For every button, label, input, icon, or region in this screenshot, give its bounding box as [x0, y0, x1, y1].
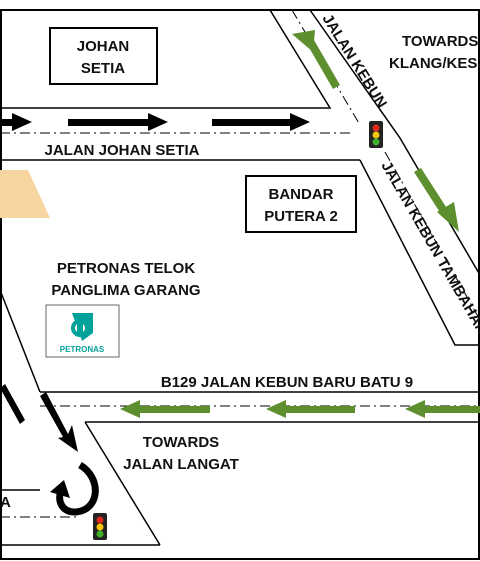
towards-langat-line1: TOWARDS	[143, 434, 219, 451]
road-outlines	[0, 9, 480, 546]
bandar-putera-line1: BANDAR	[269, 186, 334, 203]
traffic-light-icon	[369, 121, 383, 148]
bandar-putera-line2: PUTERA 2	[264, 208, 338, 225]
arrow-left-icon	[120, 400, 210, 418]
arrow-left-icon	[405, 400, 480, 418]
arrow-left-icon	[266, 400, 355, 418]
map-frame	[0, 9, 480, 560]
road-label-b129: B129 JALAN KEBUN BARU BATU 9	[161, 374, 413, 391]
arrow-right-icon	[0, 113, 32, 131]
johan-setia-arrows	[0, 113, 310, 131]
towards-klang-line2: KLANG/KESAS	[389, 55, 480, 72]
petronas-logo-text: PETRONAS	[60, 345, 105, 354]
towards-klang-line1: TOWARDS	[402, 33, 478, 50]
arrow-right-icon	[212, 113, 310, 131]
road-label-kebun: JALAN KEBUN	[319, 11, 390, 111]
arrow-down-right-icon	[414, 168, 459, 232]
road-label-johan-setia: JALAN JOHAN SETIA	[44, 142, 199, 159]
petronas-station-line2: PANGLIMA GARANG	[51, 282, 200, 299]
arrow-right-icon	[68, 113, 168, 131]
johan-setia-line2: SETIA	[81, 60, 125, 77]
u-turn-arrow-icon	[50, 461, 99, 516]
arrow-up-left-icon	[292, 30, 340, 89]
johan-setia-box: JOHAN SETIA	[49, 27, 158, 85]
tan-area	[0, 170, 50, 218]
green-arrows	[120, 30, 480, 418]
partial-road-label: A	[0, 494, 11, 511]
traffic-light-icon	[93, 513, 107, 540]
petronas-station-line1: PETRONAS TELOK	[57, 260, 196, 277]
bandar-putera-box: BANDAR PUTERA 2	[245, 175, 357, 233]
johan-setia-line1: JOHAN	[77, 38, 130, 55]
towards-langat-line2: JALAN LANGAT	[123, 456, 239, 473]
left-diagonal-arrows	[0, 384, 99, 516]
petronas-logo-icon: PETRONAS	[45, 304, 120, 358]
